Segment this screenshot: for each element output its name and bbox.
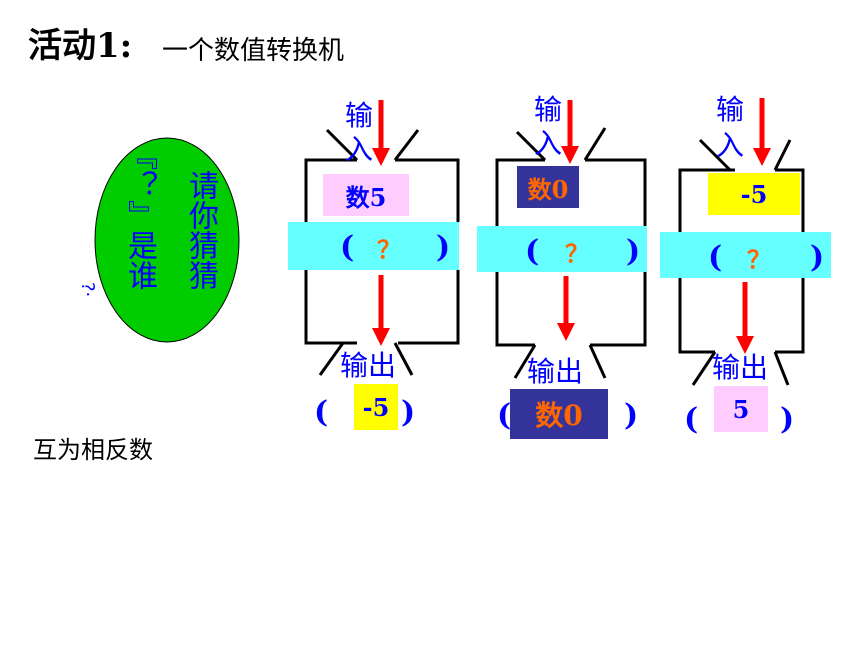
machine-1-output-label: 输出 <box>340 349 397 382</box>
machine-1-output-close: ) <box>401 395 416 430</box>
machine-2-process-open: ( <box>525 234 540 269</box>
bubble-text-guess: 请你猜猜 <box>183 170 218 290</box>
machine-1-process-band <box>288 222 459 270</box>
machine-3-output-close: ) <box>780 402 795 437</box>
machine-2-frame <box>495 127 647 379</box>
bubble-text-question: 『？』是谁 <box>122 140 157 290</box>
machine-1-output-value: -5 <box>354 384 398 430</box>
machine-2-process-close: ) <box>626 234 641 269</box>
machine-1-process-close: ) <box>436 230 451 265</box>
machine-2-input-label-top: 输 <box>534 93 563 126</box>
machine-3-process-mark: ？ <box>747 244 771 274</box>
machine-3-input-label-bottom: 入 <box>716 129 745 162</box>
machine-3-input-value: -5 <box>708 173 800 215</box>
machine-3-frame <box>678 138 805 386</box>
activity-title: 活动1: <box>28 26 133 66</box>
machine-2-output-close: ) <box>624 398 639 433</box>
machine-3-input-label-top: 输 <box>716 93 745 126</box>
machine-3-output-label: 输出 <box>712 351 769 384</box>
machine-3-output-open: ( <box>684 402 699 437</box>
guess-bubble <box>94 137 240 343</box>
machine-1-frame <box>304 128 460 376</box>
machine-3-output-value: 5 <box>714 386 768 432</box>
machine-1-input-value: 数5 <box>323 174 409 216</box>
machine-2-output-value: 数0 <box>510 389 608 439</box>
machine-2-process-band <box>477 226 647 272</box>
machine-3-process-open: ( <box>708 240 723 275</box>
machine-2-process-mark: ？ <box>565 238 589 268</box>
machine-1-process-mark: ？ <box>377 234 401 264</box>
machine-3-process-close: ) <box>810 240 825 275</box>
machine-1-input-label-top: 输 <box>345 99 374 132</box>
machine-2-output-label: 输出 <box>527 355 584 388</box>
bubble-text-mark: ?· <box>77 282 98 298</box>
machine-2-input-label-bottom: 入 <box>534 127 563 160</box>
machine-3-process-band <box>660 232 831 278</box>
machine-2-output-open: ( <box>497 398 512 433</box>
answer-note: 互为相反数 <box>33 436 153 464</box>
machine-2-input-value: 数0 <box>517 166 579 208</box>
activity-subtitle: 一个数值转换机 <box>162 36 345 66</box>
machine-1-input-label-bottom: 入 <box>345 133 374 166</box>
machine-1-process-open: ( <box>340 230 355 265</box>
machine-1-output-open: ( <box>314 395 329 430</box>
